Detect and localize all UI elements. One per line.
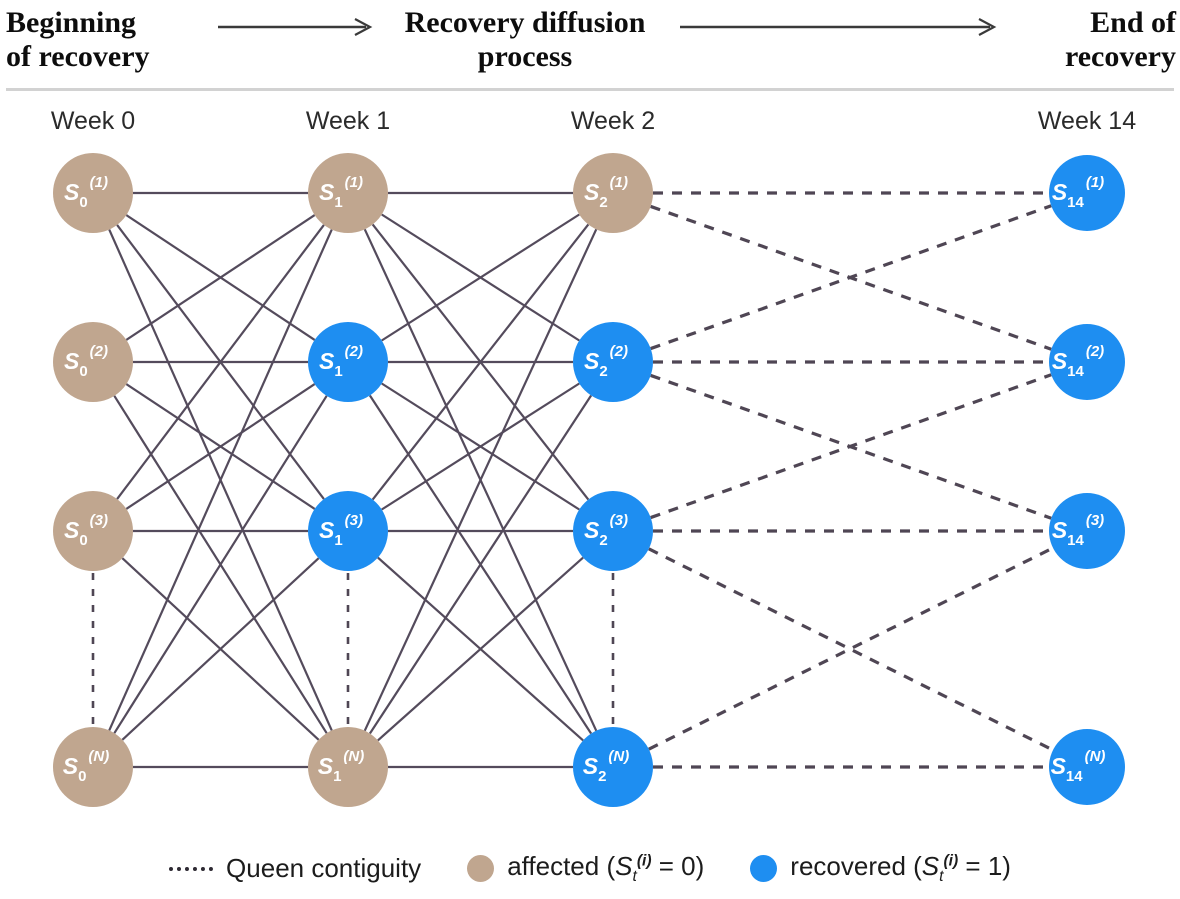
recovered-node-swatch-icon <box>750 855 778 882</box>
node-label: S1(3) <box>319 512 363 549</box>
affected-node-circle[interactable] <box>573 153 653 233</box>
node-S0(1)[interactable]: S0(1) <box>53 153 133 233</box>
node-label: S1(1) <box>319 174 363 211</box>
node-label: S2(1) <box>584 174 628 211</box>
node-S2(1)[interactable]: S2(1) <box>573 153 653 233</box>
header-divider <box>6 88 1174 91</box>
legend-recovered-prefix: recovered ( <box>790 850 922 881</box>
node-S0(2)[interactable]: S0(2) <box>53 322 133 402</box>
recovered-node-circle[interactable] <box>573 491 653 571</box>
legend-item-queen-contiguity: Queen contiguity <box>169 853 421 884</box>
header-beginning-of-recovery: Beginning of recovery <box>6 6 150 73</box>
node-S14(3)[interactable]: S14(3) <box>1049 493 1125 569</box>
node-label: S0(3) <box>64 512 108 549</box>
solid-edge <box>108 229 333 731</box>
node-S1(1)[interactable]: S1(1) <box>308 153 388 233</box>
node-label: S0(2) <box>64 343 108 380</box>
dashed-edges-layer <box>648 191 1054 769</box>
header-band: Beginning of recovery Recovery diffusion… <box>0 0 1180 88</box>
recovered-node-circle[interactable] <box>573 322 653 402</box>
legend-label-affected: affected (St(i) = 0) <box>507 851 704 886</box>
legend-item-affected: affected (St(i) = 0) <box>467 851 704 886</box>
node-S1(N)[interactable]: S1(N) <box>308 727 388 807</box>
recovered-node-circle[interactable] <box>573 727 653 807</box>
node-label: S14(N) <box>1051 748 1106 785</box>
affected-node-circle[interactable] <box>53 727 133 807</box>
legend-affected-sup: (i) <box>636 852 652 870</box>
affected-node-circle[interactable] <box>308 727 388 807</box>
solid-edge <box>363 228 598 732</box>
node-label: S14(2) <box>1052 343 1104 380</box>
arrow-right-icon-1 <box>218 16 376 43</box>
solid-edge <box>381 382 580 511</box>
node-S14(1)[interactable]: S14(1) <box>1049 155 1125 231</box>
arrow-right-icon-2 <box>680 16 1000 43</box>
node-S0(3)[interactable]: S0(3) <box>53 491 133 571</box>
recovered-node-circle[interactable] <box>1049 324 1125 400</box>
legend-label-recovered: recovered (St(i) = 1) <box>790 851 1011 886</box>
legend: Queen contiguity affected (St(i) = 0) re… <box>0 838 1180 899</box>
column-label-week-1: Week 1 <box>305 107 391 135</box>
solid-edges-layer <box>108 191 598 769</box>
header-end-of-recovery: End of recovery <box>1064 6 1176 73</box>
legend-item-recovered: recovered (St(i) = 1) <box>750 851 1011 886</box>
column-label-week-0: Week 0 <box>50 107 136 135</box>
dotted-line-icon <box>169 866 214 871</box>
solid-edge <box>121 557 320 741</box>
solid-edge <box>116 224 325 500</box>
affected-node-circle[interactable] <box>53 153 133 233</box>
node-S14(N)[interactable]: S14(N) <box>1049 729 1125 805</box>
affected-node-circle[interactable] <box>308 153 388 233</box>
node-S2(3)[interactable]: S2(3) <box>573 491 653 571</box>
column-label-week-14: Week 14 <box>1037 107 1137 135</box>
node-S2(2)[interactable]: S2(2) <box>573 322 653 402</box>
solid-edge <box>377 556 584 742</box>
legend-recovered-equals: = 1) <box>958 850 1011 881</box>
nodes-layer: S0(1) S0(2) S0(3) S0(N) S1(1) S1(2) S1(3) S1(N)… <box>53 153 1125 807</box>
dashed-edge <box>650 204 1052 351</box>
affected-node-swatch-icon <box>467 855 495 882</box>
node-label: S0(N) <box>63 748 110 785</box>
node-label: S0(1) <box>64 174 108 211</box>
solid-edge <box>371 223 590 501</box>
recovered-node-circle[interactable] <box>1049 493 1125 569</box>
solid-edge <box>368 394 593 735</box>
node-S14(2)[interactable]: S14(2) <box>1049 324 1125 400</box>
legend-affected-equals: = 0) <box>651 850 705 881</box>
node-label: S1(2) <box>319 343 363 380</box>
node-label: S1(N) <box>318 748 365 785</box>
node-S2(N)[interactable]: S2(N) <box>573 727 653 807</box>
solid-edge <box>381 213 580 342</box>
dashed-edge <box>650 373 1052 520</box>
legend-affected-symbol: S <box>615 850 633 881</box>
solid-edge <box>125 214 316 341</box>
legend-label-queen-contiguity: Queen contiguity <box>226 853 422 883</box>
header-recovery-diffusion-process: Recovery diffusion process <box>404 6 646 73</box>
node-label: S14(3) <box>1052 512 1104 549</box>
solid-edge <box>125 383 316 510</box>
legend-affected-prefix: affected ( <box>507 850 616 881</box>
node-label: S14(1) <box>1052 174 1104 211</box>
recovered-node-circle[interactable] <box>1049 729 1125 805</box>
recovered-node-circle[interactable] <box>308 322 388 402</box>
node-S1(3)[interactable]: S1(3) <box>308 491 388 571</box>
node-label: S2(2) <box>584 343 628 380</box>
recovery-diffusion-network-diagram: S0(1) S0(2) S0(3) S0(N) S1(1) S1(2) S1(3) S1(N)… <box>53 153 1125 807</box>
solid-edge <box>113 395 328 734</box>
affected-node-circle[interactable] <box>53 322 133 402</box>
legend-recovered-sup: (i) <box>943 852 959 870</box>
legend-recovered-symbol: S <box>921 850 940 881</box>
node-S0(N)[interactable]: S0(N) <box>53 727 133 807</box>
node-S1(2)[interactable]: S1(2) <box>308 322 388 402</box>
node-label: S2(N) <box>583 748 630 785</box>
legend-recovered-sub: t <box>939 868 944 886</box>
affected-node-circle[interactable] <box>53 491 133 571</box>
recovered-node-circle[interactable] <box>308 491 388 571</box>
column-label-week-2: Week 2 <box>570 107 656 135</box>
legend-affected-sub: t <box>632 868 637 886</box>
node-label: S2(3) <box>584 512 628 549</box>
recovered-node-circle[interactable] <box>1049 155 1125 231</box>
